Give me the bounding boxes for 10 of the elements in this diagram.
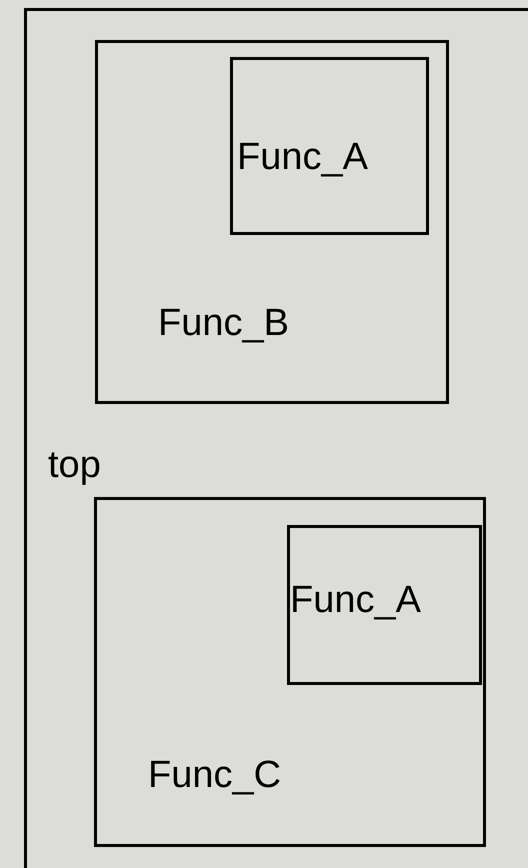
node-label: Func_A: [237, 138, 368, 176]
node-label: Func_B: [158, 304, 289, 342]
node-label: top: [48, 446, 101, 484]
node-label: Func_A: [290, 581, 421, 619]
node-label: Func_C: [148, 756, 282, 794]
frame-box: [94, 497, 486, 847]
frame-box: [24, 8, 528, 868]
frame-box: [287, 525, 482, 685]
frame-box: [95, 40, 449, 404]
frame-box: [230, 57, 429, 235]
